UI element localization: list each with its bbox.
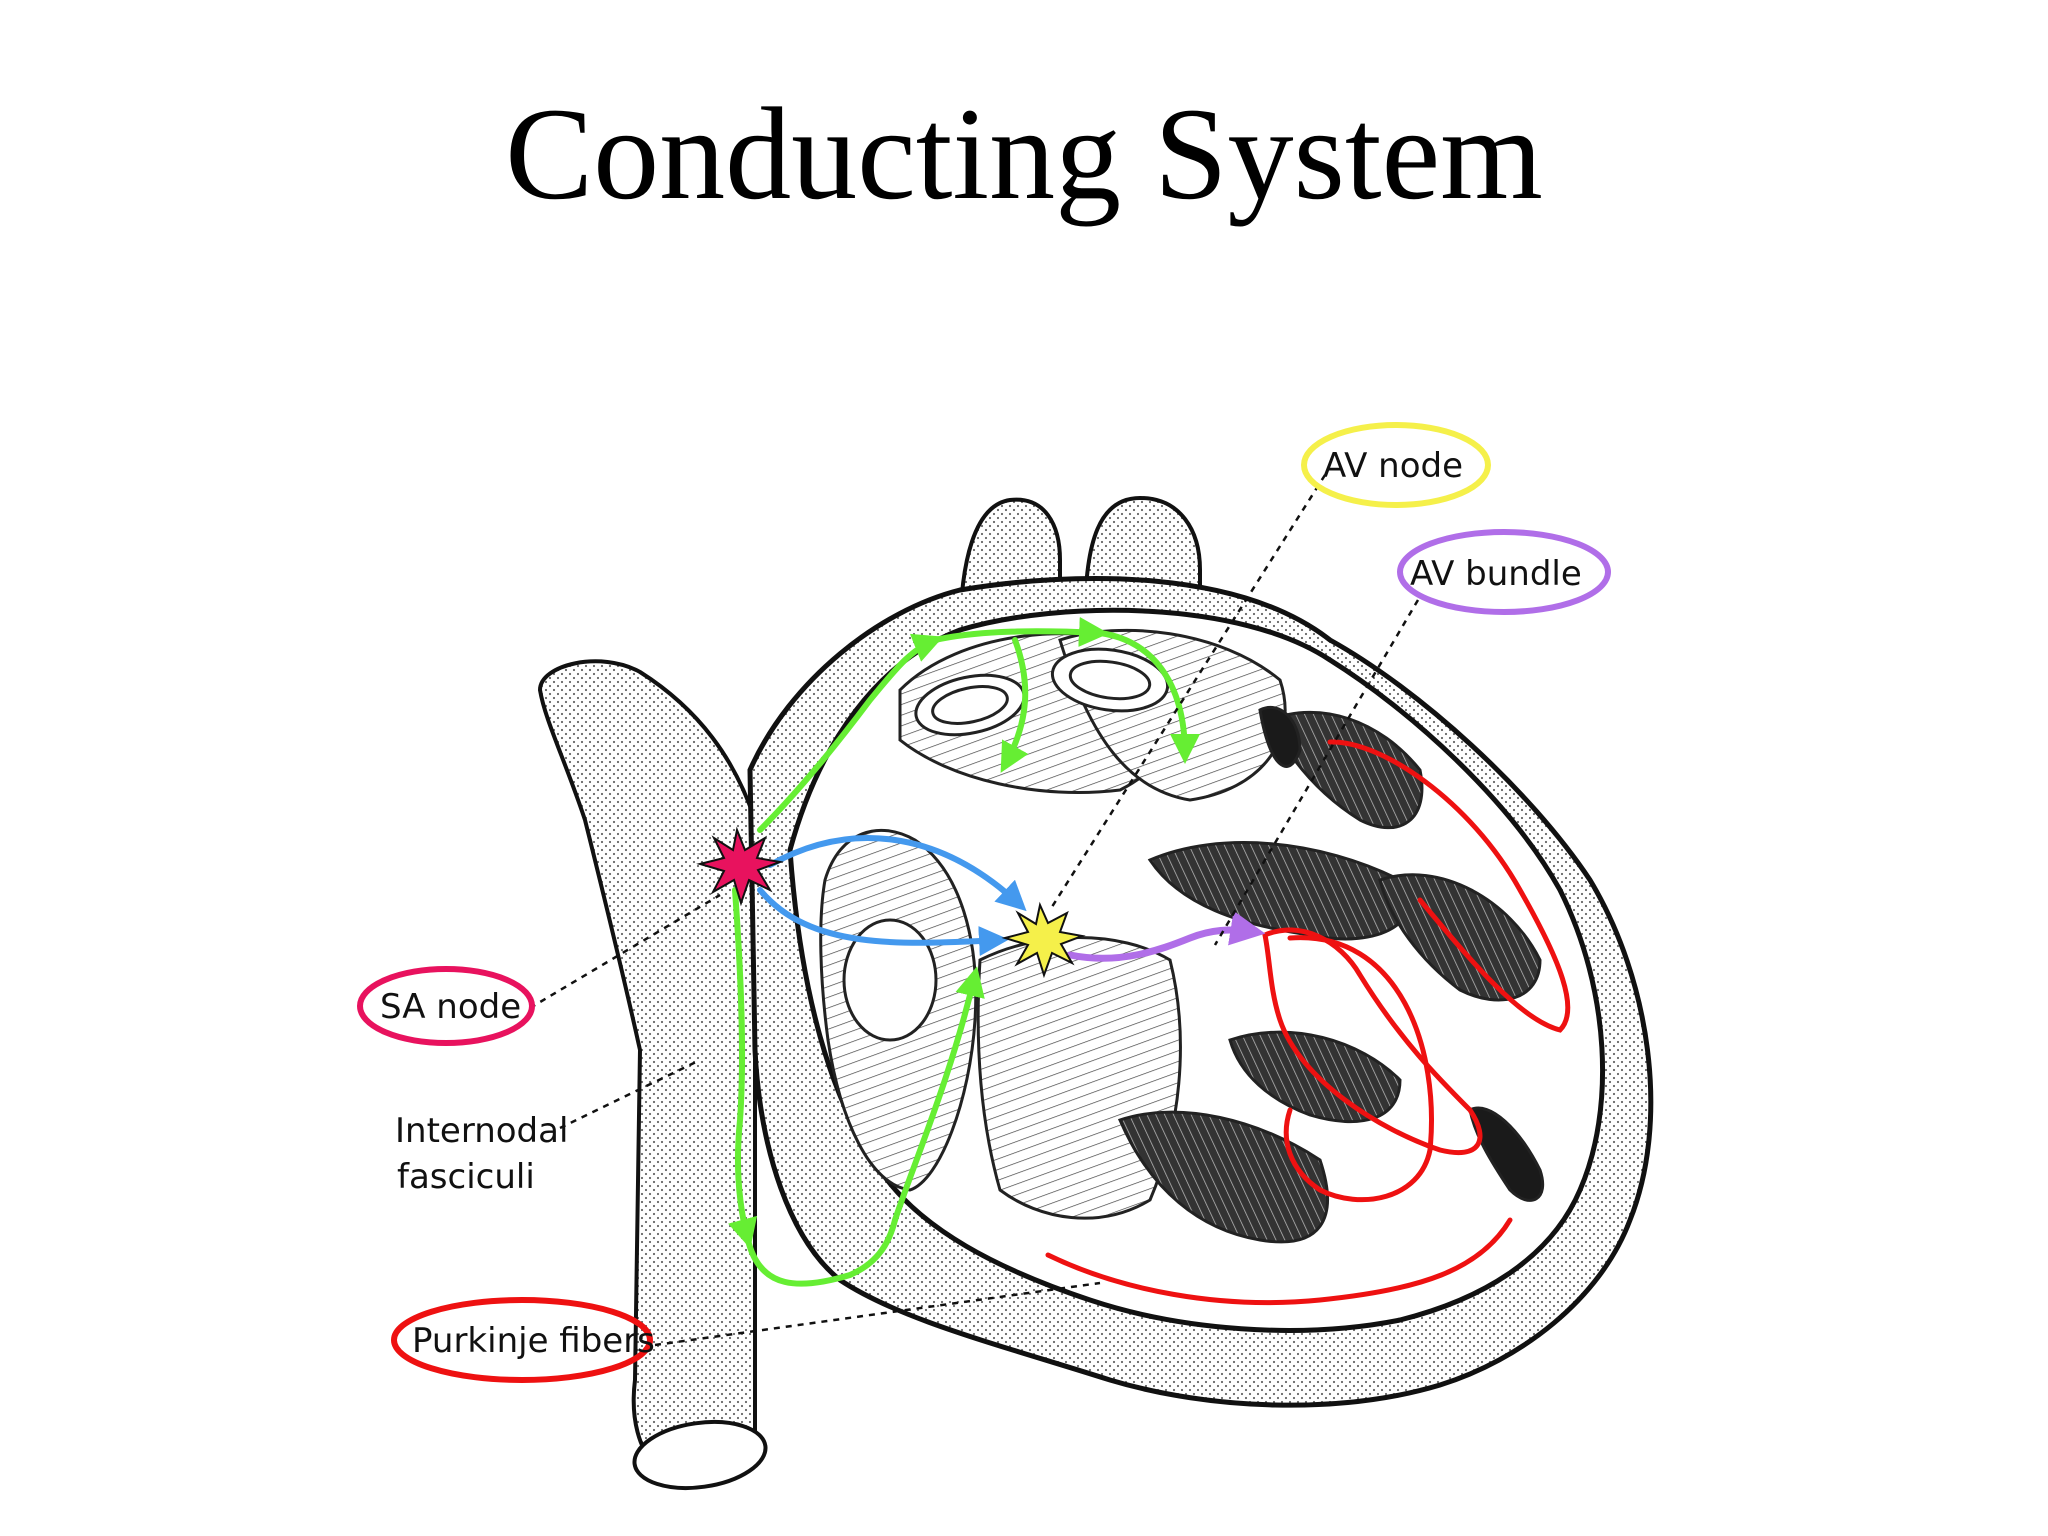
av-bundle-label: AV bundle [1410, 554, 1582, 594]
av-node-label-ring [1301, 422, 1491, 508]
av-node-marker [1001, 901, 1086, 979]
av-node-label: AV node [1323, 446, 1463, 486]
internodal-pathways [728, 616, 1200, 1287]
sa-node-label-ring [357, 966, 535, 1046]
vena-cava [537, 659, 768, 1490]
page-title: Conducting System [505, 80, 1543, 227]
sa-node-marker [696, 826, 784, 907]
leader-lines [529, 474, 1420, 1347]
purkinje-label-ring [391, 1297, 653, 1383]
purkinje-fibers [1045, 739, 1571, 1306]
atrial-pathways [757, 835, 1027, 957]
purkinje-label: Purkinje fibers [412, 1321, 655, 1361]
av-bundle-label-ring [1397, 529, 1611, 615]
internodal-label-line1: Internodal [395, 1111, 568, 1151]
internodal-label-line2: fasciculi [397, 1157, 535, 1197]
heart-interior [819, 628, 1545, 1244]
av-bundle-path [1066, 910, 1266, 962]
sa-node-label: SA node [380, 987, 521, 1027]
